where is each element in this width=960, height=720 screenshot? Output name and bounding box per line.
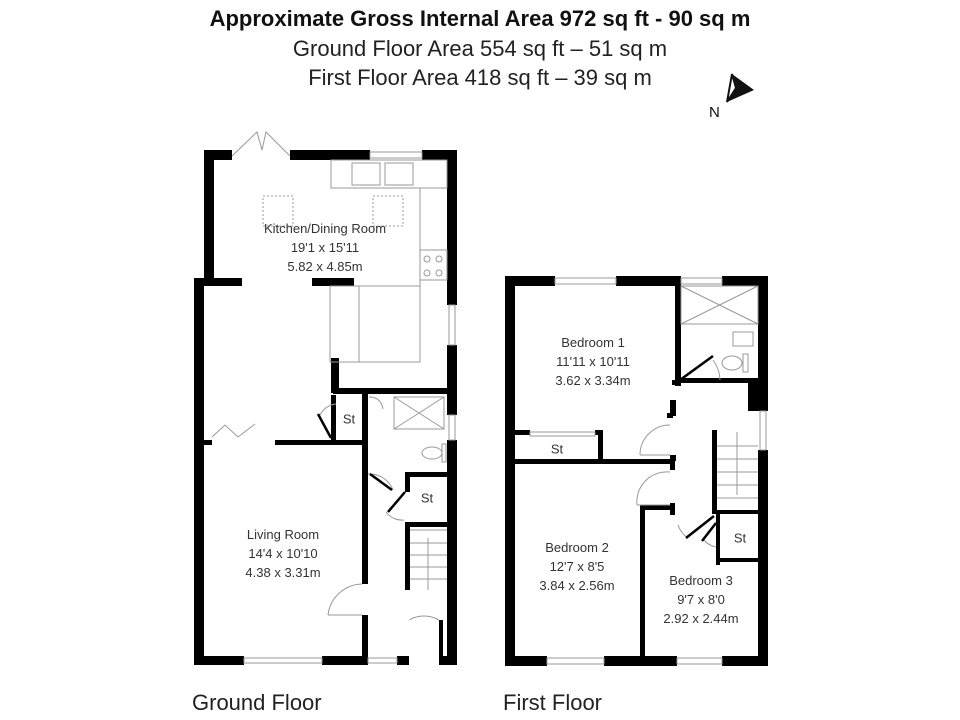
room-dimensions-metric: 3.62 x 3.34m [555,373,631,388]
room-name: Kitchen/Dining Room [263,221,387,236]
room-name: Bedroom 2 [545,540,609,555]
room-name: Bedroom 3 [669,573,733,588]
first-floor-title: First Floor [503,690,602,715]
storage-label: St [550,441,564,457]
room-dimensions-metric: 2.92 x 2.44m [663,611,739,626]
room-label-kitchen-dining: Kitchen/Dining Room 19'1 x 15'11 5.82 x … [264,219,386,276]
room-label-bedroom-3: Bedroom 3 9'7 x 8'0 2.92 x 2.44m [663,571,738,628]
room-label-living-room: Living Room 14'4 x 10'10 4.38 x 3.31m [245,525,320,582]
room-dimensions-imperial: 19'1 x 15'11 [290,240,360,255]
room-dimensions-imperial: 11'11 x 10'11 [556,354,630,369]
north-arrow-icon [726,73,754,103]
north-label: N [709,104,720,121]
ground-floor-area: Ground Floor Area 554 sq ft – 51 sq m [292,36,668,61]
first-floor-plan [505,276,768,666]
room-label-bedroom-1: Bedroom 1 11'11 x 10'11 3.62 x 3.34m [555,333,630,390]
ground-floor-title: Ground Floor [192,690,322,715]
room-name: Living Room [246,527,320,542]
room-dimensions-metric: 5.82 x 4.85m [287,259,363,274]
room-dimensions-metric: 3.84 x 2.56m [539,578,615,593]
room-label-bedroom-2: Bedroom 2 12'7 x 8'5 3.84 x 2.56m [539,538,614,595]
ground-floor-plan [194,150,457,665]
room-name: Bedroom 1 [561,335,625,350]
first-floor-area: First Floor Area 418 sq ft – 39 sq m [308,65,652,90]
room-dimensions-metric: 4.38 x 3.31m [245,565,321,580]
storage-label: St [342,411,356,427]
room-dimensions-imperial: 14'4 x 10'10 [248,546,318,561]
storage-label: St [420,490,434,506]
room-dimensions-imperial: 9'7 x 8'0 [677,592,725,607]
storage-label: St [733,530,747,546]
room-dimensions-imperial: 12'7 x 8'5 [549,559,605,574]
gross-area-title: Approximate Gross Internal Area 972 sq f… [209,6,751,31]
